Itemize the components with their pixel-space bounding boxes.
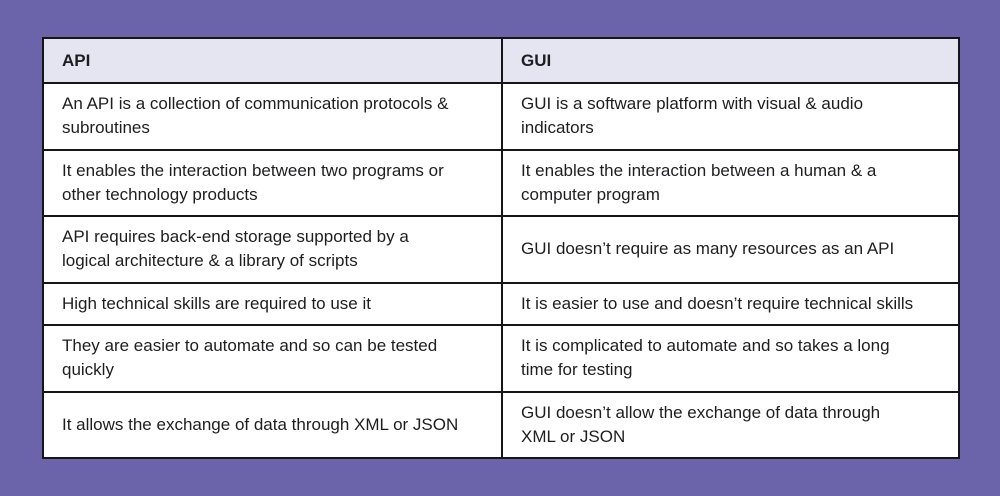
- column-header-gui: GUI: [501, 39, 958, 82]
- gui-cell: GUI is a software platform with visual &…: [501, 84, 958, 149]
- gui-cell: It enables the interaction between a hum…: [501, 150, 958, 215]
- table-row: It allows the exchange of data through X…: [44, 390, 958, 457]
- gui-cell: It is easier to use and doesn’t require …: [501, 283, 958, 324]
- api-cell: An API is a collection of communication …: [62, 94, 449, 138]
- table-row: An API is a collection of communication …: [44, 82, 958, 149]
- table-header-row: API GUI: [44, 39, 958, 82]
- table-row: They are easier to automate and so can b…: [44, 324, 958, 391]
- api-cell: High technical skills are required to us…: [62, 293, 371, 313]
- gui-cell: GUI doesn’t require as many resources as…: [501, 217, 958, 282]
- api-cell: It allows the exchange of data through X…: [62, 414, 459, 434]
- gui-cell: GUI doesn’t allow the exchange of data t…: [501, 392, 958, 457]
- api-vs-gui-comparison-table: API GUI An API is a collection of commun…: [42, 37, 960, 459]
- table-row: It enables the interaction between two p…: [44, 148, 958, 215]
- gui-cell: It is complicated to automate and so tak…: [501, 326, 958, 391]
- api-cell: They are easier to automate and so can b…: [62, 336, 438, 380]
- column-header-api: API: [62, 50, 91, 70]
- table-row: API requires back-end storage supported …: [44, 215, 958, 282]
- api-cell: API requires back-end storage supported …: [62, 227, 409, 271]
- api-cell: It enables the interaction between two p…: [62, 160, 444, 204]
- table-row: High technical skills are required to us…: [44, 281, 958, 324]
